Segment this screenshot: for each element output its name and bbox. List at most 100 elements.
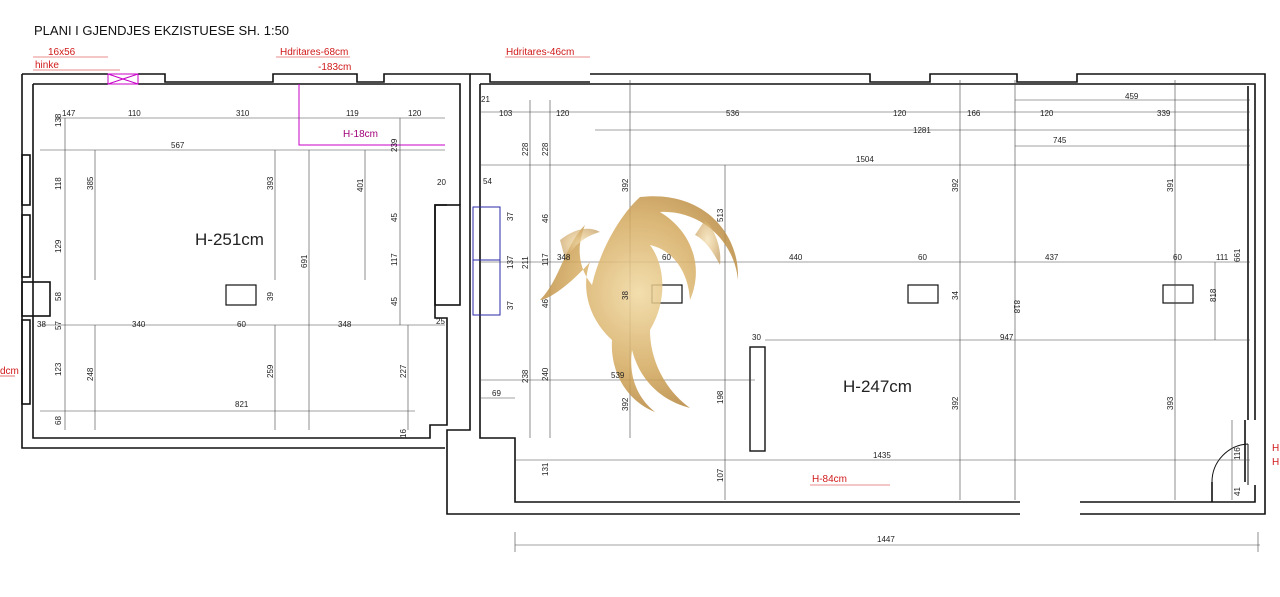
dim-label: 348 [557, 253, 571, 262]
dim-label: 385 [86, 176, 95, 190]
dim-label: 392 [951, 396, 960, 410]
dim-label: 21 [481, 95, 490, 104]
dim-label: 1281 [913, 126, 931, 135]
dim-label: 691 [300, 254, 309, 268]
dim-label: 227 [399, 364, 408, 378]
dim-label: 393 [266, 176, 275, 190]
dim-label: 68 [54, 416, 63, 425]
dim-label: 111 [1216, 253, 1229, 262]
hdritares-46-label: Hdritares-46cm [506, 47, 574, 58]
hinke-label: hinke [35, 60, 59, 71]
dim-label: 20 [437, 178, 446, 187]
dim-label: 25 [436, 317, 445, 326]
cut-right-label-1: H [1272, 443, 1279, 454]
dim-label: 30 [752, 333, 761, 342]
radiator-markers [107, 73, 445, 146]
dim-label: 57 [54, 321, 63, 330]
dim-label: 131 [541, 462, 550, 476]
dim-label: 137 [506, 255, 515, 269]
column [749, 346, 766, 452]
dim-label: 41 [1233, 487, 1242, 496]
dim-label: 34 [951, 291, 960, 300]
dim-label: 339 [1157, 109, 1171, 118]
dim-label: 69 [492, 389, 501, 398]
dimension-lines [0, 56, 1260, 552]
doorway-frame [434, 204, 461, 306]
dim-label: 120 [1040, 109, 1054, 118]
dim-label: 947 [1000, 333, 1014, 342]
dim-label: 116 [1233, 447, 1242, 460]
dim-label: 198 [716, 390, 725, 404]
h18-label: H-18cm [343, 129, 378, 140]
dim-label: 437 [1045, 253, 1059, 262]
dim-label: 120 [408, 109, 422, 118]
ceiling-vents [225, 284, 1194, 306]
labels: H-251cm H-247cm 16x56 hinke Hdritares-68… [0, 47, 1279, 544]
dim-label: 45 [390, 213, 399, 222]
dim-label: 123 [54, 362, 63, 376]
dim-label: 228 [541, 142, 550, 156]
dim-label: 118 [54, 177, 63, 190]
dim-label: 745 [1053, 136, 1067, 145]
window-size-label: 16x56 [48, 47, 76, 58]
dim-label: 228 [521, 142, 530, 156]
left-room-outer-wall [21, 73, 1020, 515]
dim-label: 239 [390, 138, 399, 152]
right-room-inner-wall [479, 83, 1256, 503]
dim-label: 46 [541, 299, 550, 308]
dim-label: 37 [506, 212, 515, 221]
dim-label: 1447 [877, 535, 895, 544]
dim-label: 661 [1233, 248, 1242, 262]
dim-label: 54 [483, 177, 492, 186]
dim-label: 38 [37, 320, 46, 329]
plan-title: PLANI I GJENDJES EKZISTUESE SH. 1:50 [34, 23, 290, 38]
dim-label: 392 [951, 178, 960, 192]
dim-label: 166 [967, 109, 981, 118]
dim-label: 1504 [856, 155, 874, 164]
dim-label: 107 [716, 468, 725, 482]
dim-label: 147 [62, 109, 76, 118]
dim-label: 110 [128, 109, 141, 118]
cut-right-label-2: H [1272, 457, 1279, 468]
phoenix-logo-watermark [540, 196, 739, 412]
dim-label: 117 [390, 253, 399, 266]
dim-label: 119 [346, 109, 359, 118]
chimney [472, 206, 501, 316]
walls [21, 73, 1266, 515]
dim-label: 117 [541, 253, 550, 266]
dim-label: 60 [1173, 253, 1182, 262]
dim-label: 238 [521, 369, 530, 383]
dim-label: 393 [1166, 396, 1175, 410]
dim-label: 310 [236, 109, 250, 118]
dim-label: 340 [132, 320, 146, 329]
h84-label: H-84cm [812, 474, 847, 485]
dim-label: 401 [356, 178, 365, 192]
dim-label: 37 [506, 301, 515, 310]
dim-label: 240 [541, 367, 550, 381]
right-room-outer-wall [470, 73, 1266, 515]
dim-label: 818 [1012, 300, 1021, 314]
dim-label: 539 [611, 371, 625, 380]
dim-label: 567 [171, 141, 185, 150]
dim-label: 513 [716, 208, 725, 222]
left-room-height: H-251cm [195, 230, 264, 249]
dim-label: 392 [621, 397, 630, 411]
left-window [21, 281, 51, 317]
dim-label: 1435 [873, 451, 891, 460]
right-room-height: H-247cm [843, 377, 912, 396]
dim-label: 392 [621, 178, 630, 192]
dim-label: 45 [390, 297, 399, 306]
dim-label: 120 [893, 109, 907, 118]
dim-label: 38 [621, 291, 630, 300]
dim-label: 39 [266, 292, 275, 301]
cut-left-label: dcm [0, 366, 19, 377]
dim-label: 138 [54, 113, 63, 127]
entrance-door [1211, 443, 1249, 483]
dim-label: 211 [521, 256, 530, 269]
dim-label: 46 [541, 214, 550, 223]
dim-label: 391 [1166, 178, 1175, 192]
minus-183-label: -183cm [318, 62, 351, 73]
dim-label: 58 [54, 292, 63, 301]
dim-label: 536 [726, 109, 740, 118]
hdritares-68-label: Hdritares-68cm [280, 47, 348, 58]
